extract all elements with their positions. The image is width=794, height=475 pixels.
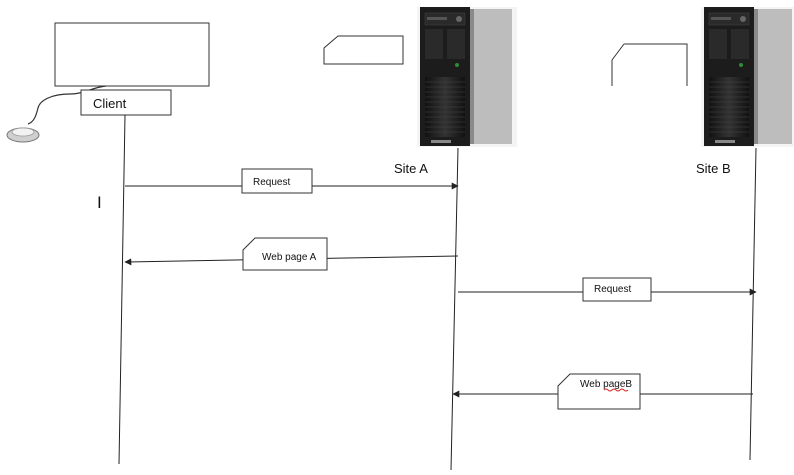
client-label-box bbox=[80, 89, 172, 116]
message-label-box bbox=[582, 277, 652, 302]
site-a-participant: Site A bbox=[323, 7, 517, 176]
message-webpage-b-site-b-to-site-a: Web pageB bbox=[452, 373, 753, 410]
client-label: Client bbox=[93, 96, 127, 111]
site-a-label: Site A bbox=[394, 161, 428, 176]
stray-mark: I bbox=[97, 193, 102, 212]
desktop-tower-icon bbox=[701, 7, 794, 147]
site-b-participant: Site B bbox=[611, 7, 794, 176]
message-webpage-a-site-a-to-client: Web page A bbox=[124, 237, 459, 271]
message-label: Request bbox=[253, 177, 290, 188]
site-a-note-box bbox=[323, 35, 404, 65]
site-b-label: Site B bbox=[696, 161, 731, 176]
mouse-icon bbox=[6, 127, 40, 143]
site-b-lifeline bbox=[749, 147, 757, 461]
monitor-icon bbox=[54, 22, 210, 87]
site-b-note-box bbox=[611, 43, 688, 86]
message-label-box bbox=[557, 373, 641, 410]
message-label-box bbox=[241, 168, 313, 194]
message-label: Web pageB bbox=[580, 379, 632, 390]
message-request-client-to-site-a: Request bbox=[125, 168, 459, 194]
spell-check-underline bbox=[603, 388, 629, 392]
client-lifeline bbox=[118, 114, 126, 465]
message-request-site-a-to-site-b: Request bbox=[458, 277, 757, 302]
client-participant: Client bbox=[6, 22, 210, 143]
message-label-box bbox=[242, 237, 328, 271]
message-label: Request bbox=[594, 284, 631, 295]
desktop-tower-icon bbox=[417, 7, 517, 147]
message-label: Web page A bbox=[262, 252, 317, 263]
site-a-lifeline bbox=[450, 147, 459, 471]
